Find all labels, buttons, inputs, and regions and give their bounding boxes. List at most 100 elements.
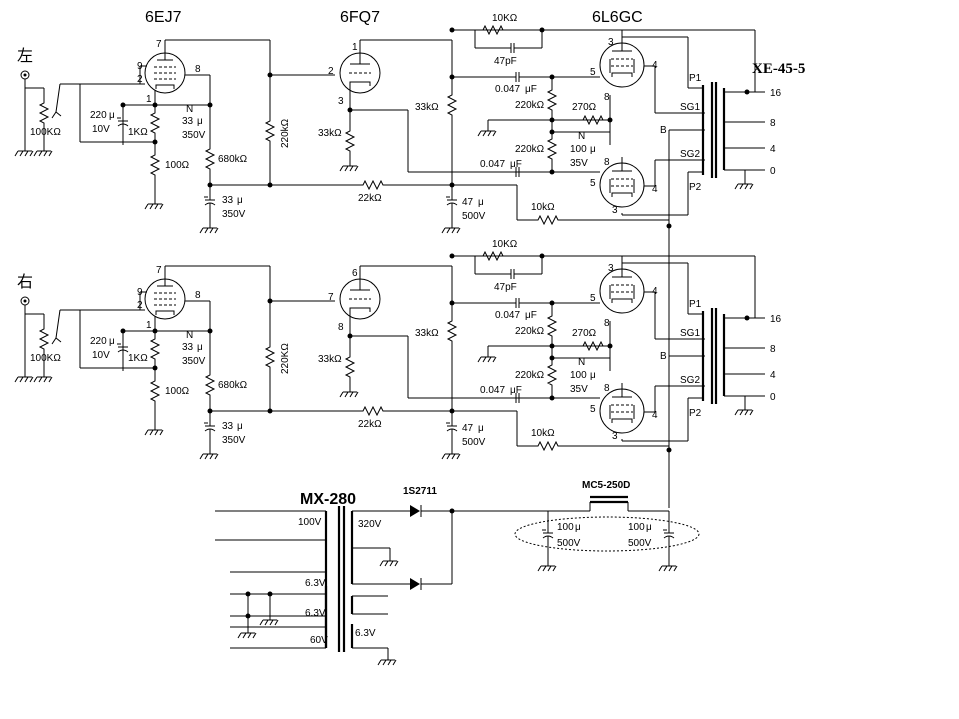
- voltage-label: 500V: [462, 437, 486, 448]
- value-label: 33: [182, 116, 194, 127]
- resistor-value: 270Ω: [572, 328, 597, 339]
- volume-pot: [39, 325, 49, 353]
- xfmr-pin: SG2: [680, 149, 700, 160]
- rectifier-diode-1: [410, 505, 420, 517]
- value-label: 33: [222, 195, 234, 206]
- pin-label: 5: [590, 293, 596, 304]
- voltage-label: 350V: [182, 356, 206, 367]
- voltage-label: 500V: [462, 211, 486, 222]
- voltage-label: 350V: [222, 209, 246, 220]
- speaker-tap-1: 8: [770, 118, 776, 129]
- feedback-resistor: [150, 151, 160, 179]
- resistor-value: 10KΩ: [492, 239, 518, 250]
- voltage-label: 350V: [222, 435, 246, 446]
- dropping-resistor: [359, 406, 387, 416]
- resistor-value: 220kΩ: [515, 144, 545, 155]
- polarity-mark: N: [186, 104, 193, 115]
- pin-label: 7: [156, 265, 162, 276]
- polarity-mark: N: [578, 357, 585, 368]
- resistor-value: 33kΩ: [415, 328, 439, 339]
- speaker-tap-2: 4: [770, 144, 776, 155]
- pin-label: 8: [604, 157, 610, 168]
- grid-resistor-2: [547, 135, 557, 163]
- xfmr-pin: SG2: [680, 375, 700, 386]
- filter-cap2-unit: μ: [646, 522, 652, 533]
- filter-cap2-voltage: 500V: [628, 538, 652, 549]
- pin-label: 8: [604, 383, 610, 394]
- unit-label: μ: [590, 370, 596, 381]
- screen-resistor: [205, 145, 215, 173]
- speaker-tap-1: 8: [770, 344, 776, 355]
- speaker-tap-3: 0: [770, 166, 776, 177]
- speaker-tap-0: 16: [770, 314, 782, 325]
- coupling-cap-1: [509, 71, 526, 83]
- unit-label: μ: [237, 421, 243, 432]
- resistor-value: 100Ω: [165, 160, 190, 171]
- grid-resistor-1: [547, 312, 557, 340]
- unit-label: μ: [197, 342, 203, 353]
- xfmr-pin: B: [660, 125, 667, 136]
- voltage-label: 35V: [570, 158, 588, 169]
- value-label: 220: [90, 110, 107, 121]
- filter-cap1-value: 100: [557, 522, 574, 533]
- speaker-tap-0: 16: [770, 88, 782, 99]
- volume-pot-value: 100KΩ: [30, 127, 61, 138]
- pin-label: 3: [612, 205, 618, 216]
- value-label: 220: [90, 336, 107, 347]
- pin-label: 8: [338, 322, 344, 333]
- speaker-tap-2: 4: [770, 370, 776, 381]
- pin-label: 5: [590, 404, 596, 415]
- resistor-value: 270Ω: [572, 102, 597, 113]
- resistor-value: 1KΩ: [128, 127, 148, 138]
- resistor-value: 220kΩ: [280, 118, 291, 148]
- diode-label: 1S2711: [403, 486, 437, 497]
- unit-label: μF: [525, 310, 537, 321]
- xfmr-pin: SG1: [680, 102, 700, 113]
- pin-label: 8: [195, 290, 201, 301]
- cathode-resistor: [150, 335, 160, 363]
- unit-label: μ: [109, 110, 115, 121]
- driver-plate-resistor: [447, 317, 457, 345]
- output-transformer-label: XE-45-5: [752, 61, 805, 77]
- resistor-value: 220KΩ: [280, 343, 291, 374]
- polarity-mark: N: [578, 131, 585, 142]
- pin-label: 1: [146, 94, 152, 105]
- tube-title-output: 6L6GC: [592, 9, 643, 26]
- pin-label: 3: [338, 96, 344, 107]
- output-tube-upper-icon: [599, 36, 645, 88]
- resistor-value: 10kΩ: [531, 428, 555, 439]
- heater-voltage-1: 6.3V: [305, 578, 326, 589]
- resistor-value: 220kΩ: [515, 100, 545, 111]
- unit-label: μ: [109, 336, 115, 347]
- pin-label: 3: [608, 263, 614, 274]
- grid-resistor-2: [547, 361, 557, 389]
- resistor-value: 33kΩ: [415, 102, 439, 113]
- value-label: 0.047: [495, 84, 520, 95]
- heater-voltage-4: 6.3V: [355, 628, 376, 639]
- tube-title-pre: 6EJ7: [145, 9, 182, 26]
- heater-voltage-2: 6.3V: [305, 608, 326, 619]
- cap-value: 47pF: [494, 282, 517, 293]
- output-tube-upper-icon: [599, 262, 645, 314]
- unit-label: μ: [590, 144, 596, 155]
- value-label: 100: [570, 144, 587, 155]
- voltage-label: 10V: [92, 124, 110, 135]
- volume-pot: [39, 99, 49, 127]
- pin-label: 4: [652, 410, 658, 421]
- filter-highlight: [514, 516, 700, 552]
- driver-plate-resistor: [447, 91, 457, 119]
- xfmr-pin: P2: [689, 182, 702, 193]
- pin-label: 6: [352, 268, 358, 279]
- xfmr-pin: B: [660, 351, 667, 362]
- decoupling-cap: [203, 420, 216, 436]
- driver-cathode-resistor: [345, 127, 355, 155]
- volume-pot-value: 100KΩ: [30, 353, 61, 364]
- grid-resistor-1: [547, 86, 557, 114]
- value-label: 47: [462, 423, 474, 434]
- pin-label: 5: [590, 178, 596, 189]
- channel-side-label: 右: [17, 273, 33, 291]
- rectifier-diode-2: [410, 578, 420, 590]
